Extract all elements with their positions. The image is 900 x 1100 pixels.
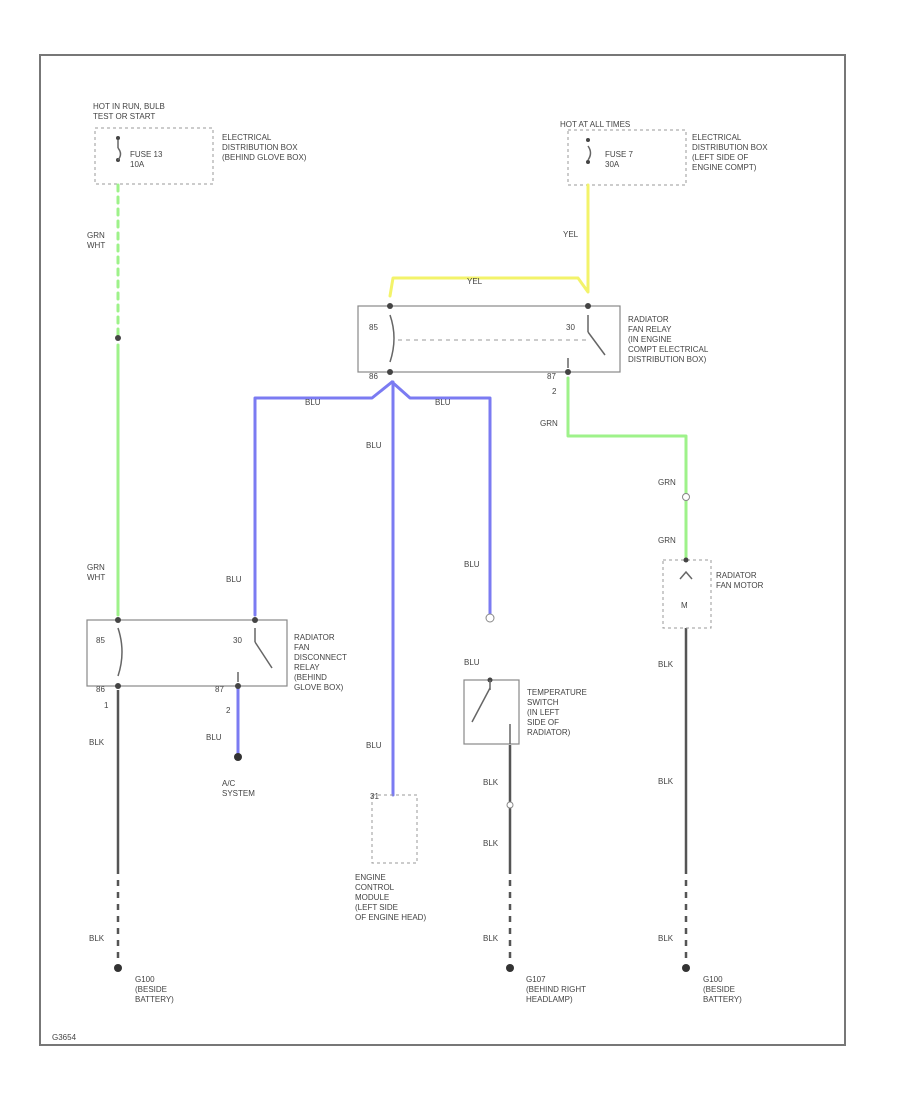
label-yel-top: YEL <box>467 277 483 286</box>
wire-grn-to-motor <box>566 376 688 562</box>
label-blu-disconnect: BLU <box>226 575 242 584</box>
label-grn-relay: GRN <box>540 419 558 428</box>
motor-symbol: M <box>681 601 688 610</box>
label-blk-left-a: BLK <box>89 738 105 747</box>
relay-top-pin-85: 85 <box>369 323 378 332</box>
wire-yel <box>388 183 590 298</box>
label-grn-motor-b: GRN <box>658 536 676 545</box>
wire-blu-to-temp <box>390 380 492 617</box>
footer-code: G3654 <box>52 1033 77 1042</box>
wire-blu-to-disconnect <box>253 380 394 617</box>
disconnect-pin-2: 2 <box>226 706 231 715</box>
relay-top-pin-num: 2 <box>552 387 557 396</box>
ecm-pin: 31 <box>370 792 379 801</box>
ground-left-symbol <box>114 964 122 972</box>
disconnect-pin-30: 30 <box>233 636 242 645</box>
diagram-frame <box>39 54 846 1046</box>
fuse-right-power-label: HOT AT ALL TIMES <box>560 120 630 129</box>
relay-top-pin-30: 30 <box>566 323 575 332</box>
label-blu-ecm: BLU <box>366 741 382 750</box>
disconnect-pin-1: 1 <box>104 701 109 710</box>
label-blu-ac: BLU <box>206 733 222 742</box>
disconnect-pin-85: 85 <box>96 636 105 645</box>
label-blk-left-b: BLK <box>89 934 105 943</box>
ground-middle-symbol <box>506 964 514 972</box>
relay-top-pin-87: 87 <box>547 372 556 381</box>
relay-top-pin-86: 86 <box>369 372 378 381</box>
label-blu-temp-upper: BLU <box>464 560 480 569</box>
label-blu-temp-lower: BLU <box>464 658 480 667</box>
fuse-left-box <box>94 127 214 185</box>
label-blk-temp-b: BLK <box>483 839 499 848</box>
label-blu-right: BLU <box>435 398 451 407</box>
label-blk-temp-c: BLK <box>483 934 499 943</box>
label-yel-fuse: YEL <box>563 230 579 239</box>
disconnect-pin-86: 86 <box>96 685 105 694</box>
label-blk-motor-c: BLK <box>658 934 674 943</box>
fuse-right-box <box>567 129 687 186</box>
ground-right-symbol <box>682 964 690 972</box>
label-blu-center: BLU <box>366 441 382 450</box>
label-grn-motor-a: GRN <box>658 478 676 487</box>
label-blu-left: BLU <box>305 398 321 407</box>
disconnect-pin-87: 87 <box>215 685 224 694</box>
label-blk-motor-b: BLK <box>658 777 674 786</box>
label-blk-temp-a: BLK <box>483 778 499 787</box>
label-blk-motor-a: BLK <box>658 660 674 669</box>
